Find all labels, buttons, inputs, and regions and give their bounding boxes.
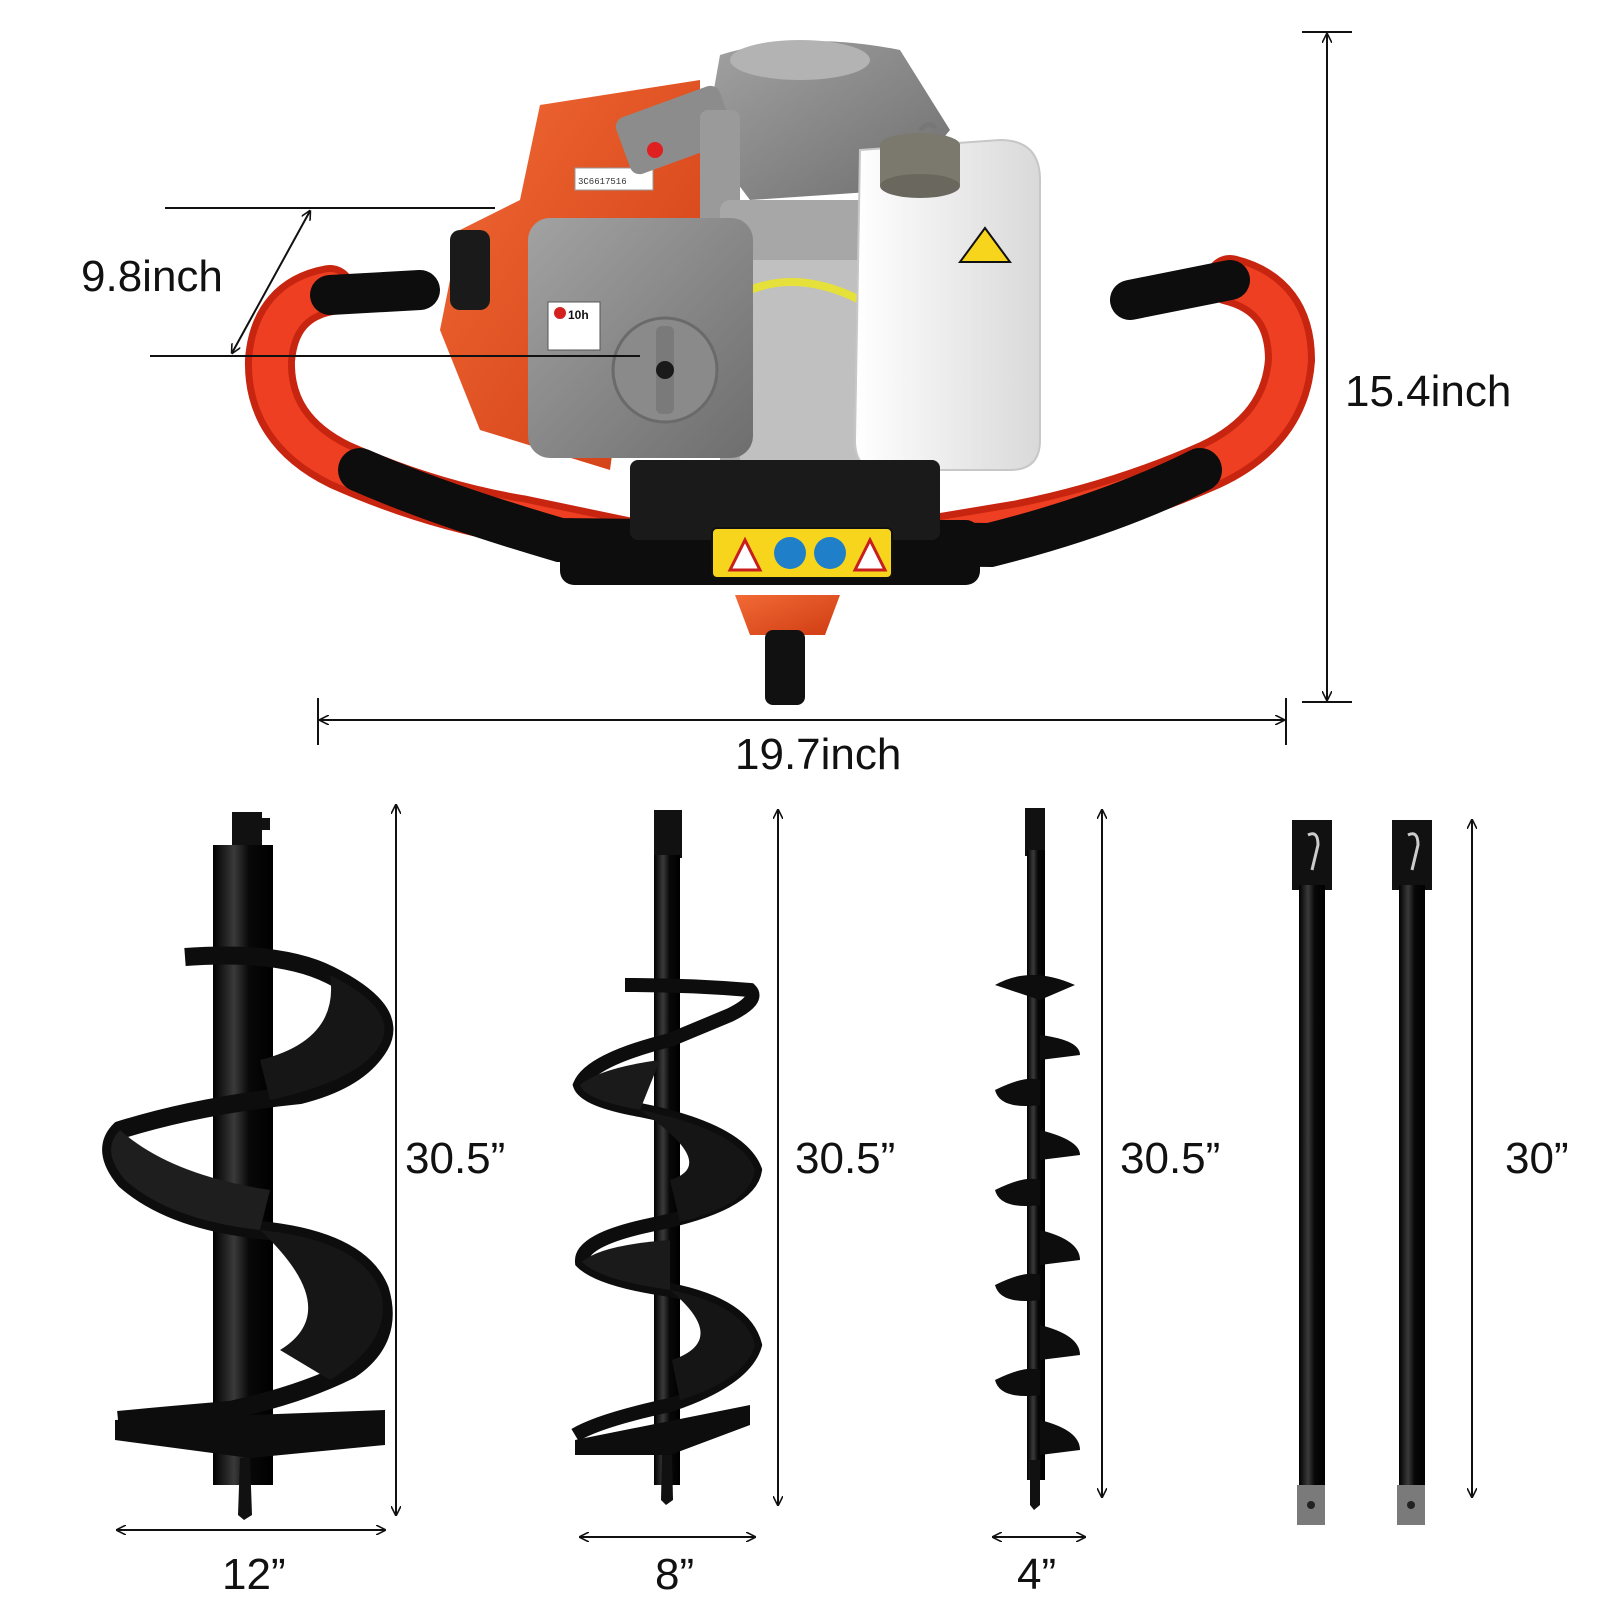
auger-8-inch <box>571 810 763 1505</box>
powerhead: 3C6617516 10h <box>244 40 1316 705</box>
extension-rod-length-label: 30” <box>1505 1134 1569 1183</box>
fuel-tank <box>853 122 1041 471</box>
width-dimension <box>317 698 1287 745</box>
auger-12-inch <box>102 812 394 1520</box>
extension-rod-2 <box>1392 820 1432 1525</box>
auger-12-diameter-label: 12” <box>222 1550 286 1599</box>
auger-4-diameter-label: 4” <box>1017 1550 1057 1599</box>
engine-sticker-label: 10h <box>568 308 589 322</box>
barcode-label: 3C6617516 <box>578 177 627 187</box>
auger-12-length-label: 30.5” <box>405 1134 506 1183</box>
height-dimension <box>1302 31 1352 703</box>
air-filter-cover: 10h <box>528 218 753 458</box>
powerhead-height-label: 15.4inch <box>1345 367 1512 416</box>
extension-rod-1 <box>1292 820 1332 1525</box>
output-shaft <box>765 630 805 705</box>
powerhead-width-label: 19.7inch <box>735 730 902 779</box>
auger-8-length-label: 30.5” <box>795 1134 896 1183</box>
auger-4-length-label: 30.5” <box>1120 1134 1221 1183</box>
auger-4-inch <box>995 808 1080 1510</box>
auger-8-diameter-label: 8” <box>655 1550 695 1599</box>
depth-dimension <box>150 207 640 357</box>
powerhead-depth-label: 9.8inch <box>81 252 223 301</box>
